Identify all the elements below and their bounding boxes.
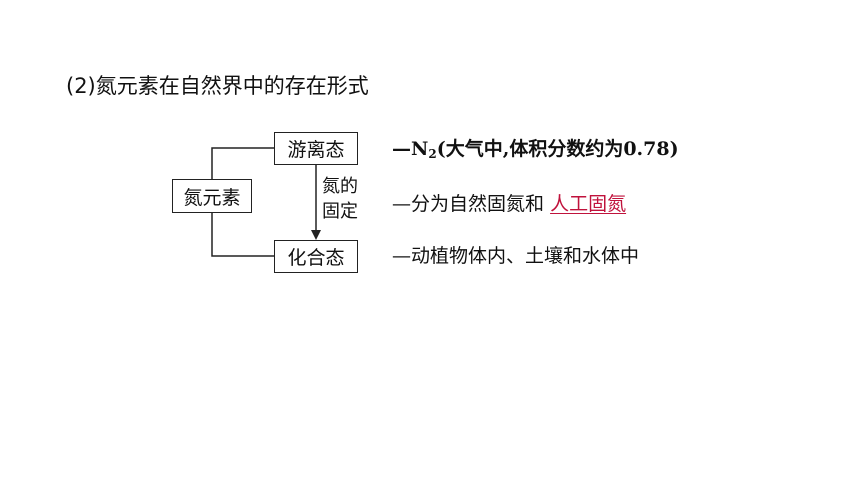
fixation-arrowhead <box>311 230 321 240</box>
free-desc-prefix: —N <box>392 138 429 160</box>
fixation-desc-text: —分为自然固氮和 <box>392 193 545 215</box>
section-heading: (2)氮元素在自然界中的存在形式 <box>66 74 369 98</box>
free-desc-rest: (大气中,体积分数约为0.78) <box>436 138 679 160</box>
free-desc-subscript: 2 <box>428 147 437 161</box>
free-state-node: 游离态 <box>274 132 358 165</box>
fixation-description: —分为自然固氮和 人工固氮 <box>392 192 626 216</box>
fixation-highlight-answer: 人工固氮 <box>550 193 627 215</box>
fixation-label-line1: 氮的 <box>322 176 358 197</box>
connector-root-to-combined <box>211 213 274 257</box>
combined-state-description: —动植物体内、土壤和水体中 <box>392 245 640 267</box>
root-node-nitrogen: 氮元素 <box>172 179 252 213</box>
fixation-label-line2: 固定 <box>322 201 358 222</box>
free-state-description: —N2(大气中,体积分数约为0.78) <box>392 137 679 166</box>
combined-state-node: 化合态 <box>274 240 358 273</box>
connector-root-to-free <box>211 147 274 179</box>
